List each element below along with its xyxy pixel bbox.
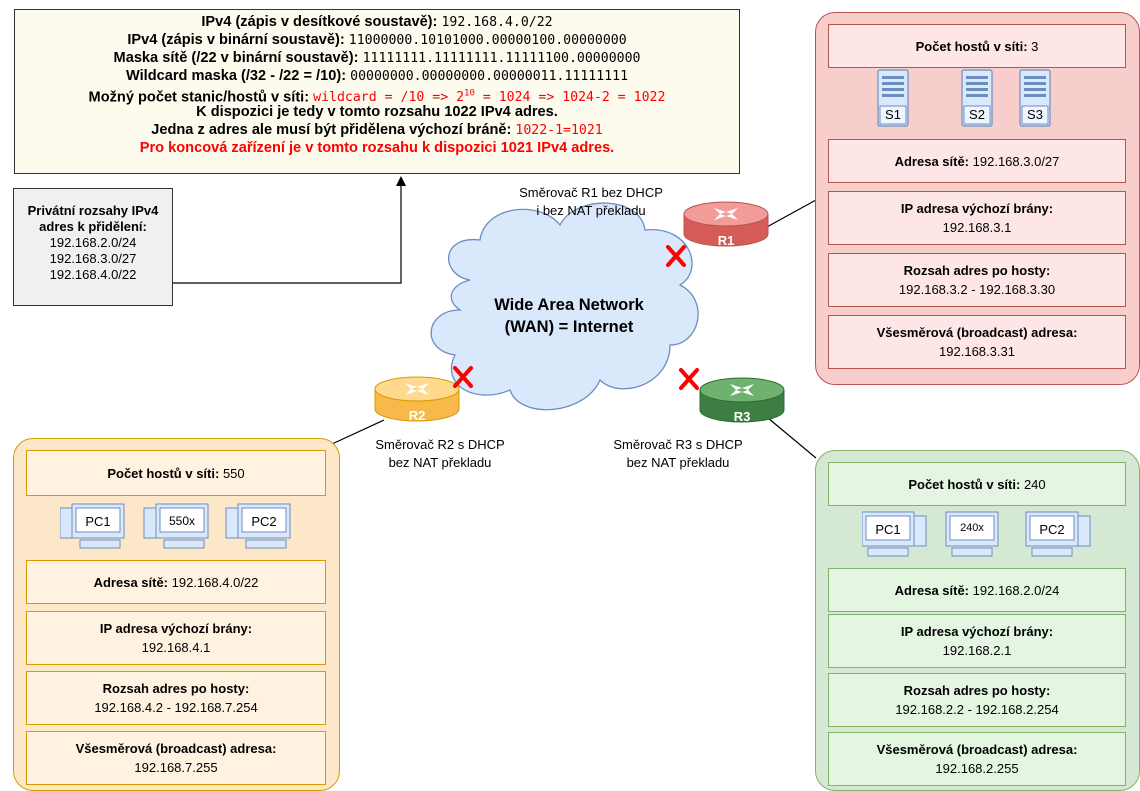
server-group <box>877 69 1051 127</box>
computer-icon <box>60 503 125 549</box>
device-label: PC2 <box>251 514 277 529</box>
break-mark-r1 <box>666 245 686 267</box>
host-range-box: Rozsah adres po hosty:192.168.2.2 - 192.… <box>828 673 1126 727</box>
computer-icon <box>945 511 999 557</box>
device-label: 550x <box>168 514 196 528</box>
computer-icon <box>225 503 291 549</box>
network-address-box: Adresa sítě: 192.168.3.0/27 <box>828 139 1126 183</box>
hosts-count-box: Počet hostů v síti: 3 <box>828 24 1126 68</box>
broadcast-box: Všesměrová (broadcast) adresa:192.168.2.… <box>828 732 1126 786</box>
private-range-item: 192.168.3.0/27 <box>49 251 137 266</box>
arrow-connector <box>170 182 402 284</box>
broadcast-box: Všesměrová (broadcast) adresa:192.168.3.… <box>828 315 1126 369</box>
hosts-count-box: Počet hostů v síti: 240 <box>828 462 1126 506</box>
device-label: PC1 <box>85 514 111 529</box>
computer-icon <box>143 503 209 549</box>
link-r3-region <box>767 417 817 459</box>
gateway-box: IP adresa výchozí brány:192.168.4.1 <box>26 611 326 665</box>
router-r1-label: R1 <box>718 233 735 248</box>
private-ranges-title-1: Privátní rozsahy IPv4 <box>27 203 159 218</box>
server-icon <box>1019 69 1051 127</box>
computer-icon <box>862 511 927 557</box>
private-range-item: 192.168.4.0/22 <box>49 267 137 282</box>
device-label: 240x <box>960 522 984 534</box>
computer-icon <box>1025 511 1091 557</box>
device-label: S2 <box>969 107 985 122</box>
private-ranges-title-2: adres k přidělení: <box>39 219 147 234</box>
ipv4-calculation-box: IPv4 (zápis v desítkové soustavě): 192.1… <box>14 9 740 174</box>
router-r3[interactable]: R3 <box>699 377 785 424</box>
link-r2-region <box>331 419 385 445</box>
device-label: PC1 <box>875 522 901 537</box>
gateway-box: IP adresa výchozí brány:192.168.2.1 <box>828 614 1126 668</box>
break-mark-r2 <box>453 366 473 388</box>
broadcast-box: Všesměrová (broadcast) adresa:192.168.7.… <box>26 731 326 785</box>
hosts-count-box: Počet hostů v síti: 550 <box>26 450 326 496</box>
host-range-box: Rozsah adres po hosty:192.168.4.2 - 192.… <box>26 671 326 725</box>
host-range-box: Rozsah adres po hosty:192.168.3.2 - 192.… <box>828 253 1126 307</box>
router-r3-label: R3 <box>734 409 751 424</box>
break-mark-r3 <box>679 368 699 390</box>
computer-group <box>60 503 291 549</box>
server-icon <box>961 69 993 127</box>
gateway-box: IP adresa výchozí brány:192.168.3.1 <box>828 191 1126 245</box>
network-address-box: Adresa sítě: 192.168.2.0/24 <box>828 568 1126 612</box>
wan-label: Wide Area Network (WAN) = Internet <box>494 296 644 336</box>
private-ranges-box: Privátní rozsahy IPv4 adres k přidělení:… <box>13 188 173 306</box>
router-r1[interactable]: R1 <box>683 201 769 248</box>
computer-group <box>862 511 1091 557</box>
arrow-head <box>396 176 406 186</box>
router-r2-label: R2 <box>409 408 426 423</box>
device-label: S1 <box>885 107 901 122</box>
wan-cloud <box>430 202 699 411</box>
device-label: PC2 <box>1039 522 1065 537</box>
network-address-box: Adresa sítě: 192.168.4.0/22 <box>26 560 326 604</box>
router-r2[interactable]: R2 <box>374 376 460 423</box>
device-label: S3 <box>1027 107 1043 122</box>
private-range-item: 192.168.2.0/24 <box>49 235 137 250</box>
link-r1-region <box>764 199 817 229</box>
server-icon <box>877 69 909 127</box>
